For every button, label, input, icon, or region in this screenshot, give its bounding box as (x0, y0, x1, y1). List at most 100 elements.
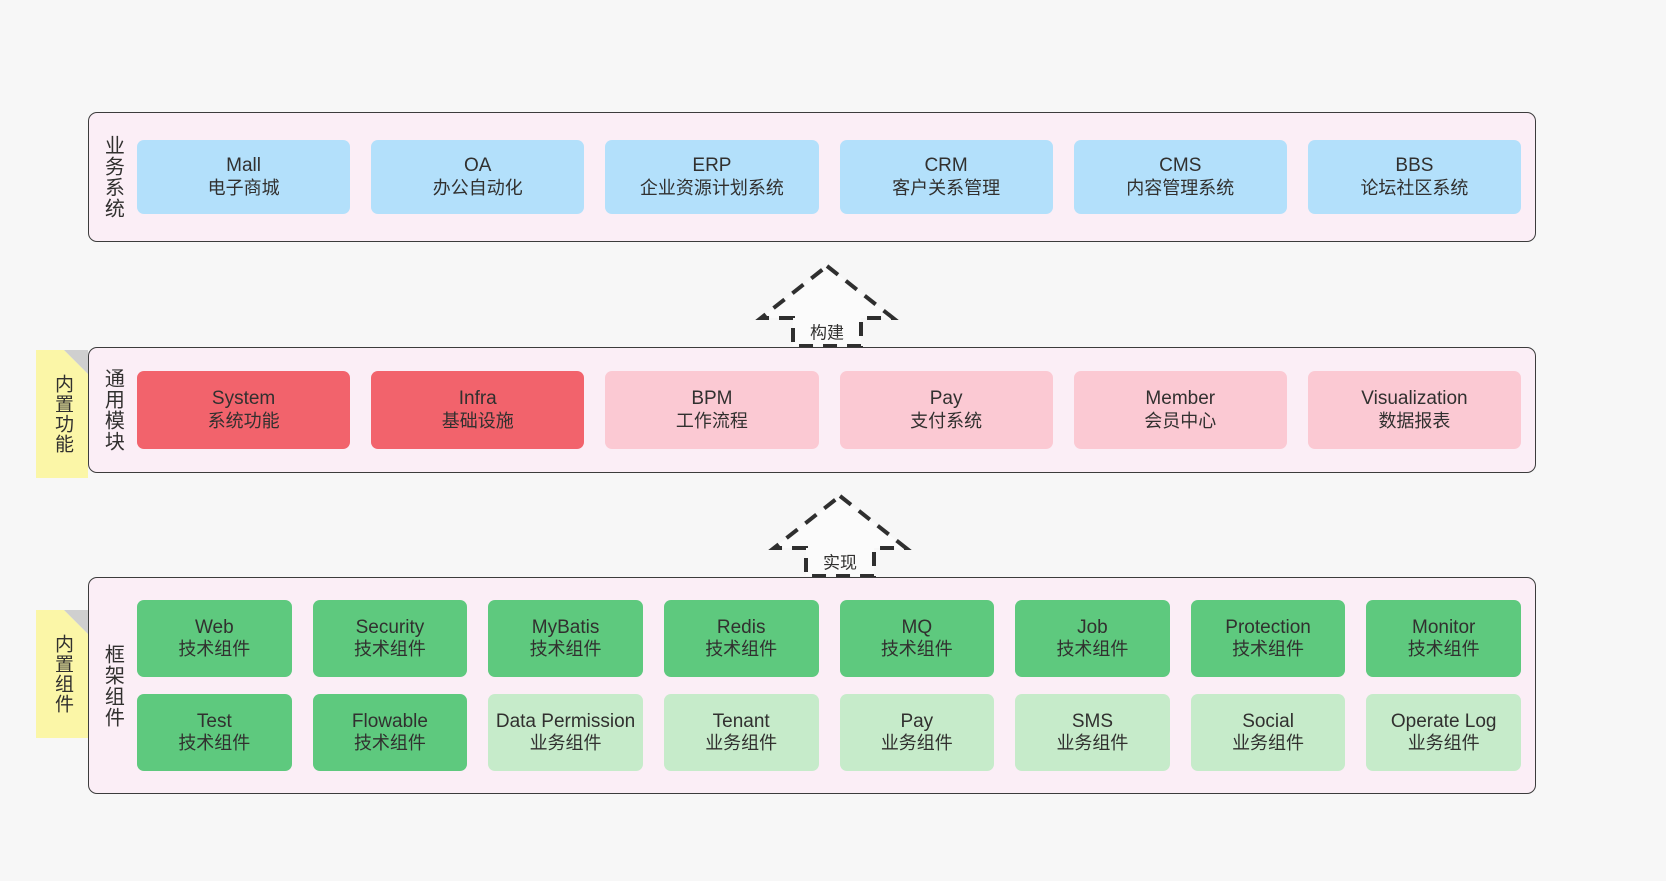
card-social[interactable]: Social 业务组件 (1190, 694, 1346, 771)
card-mall[interactable]: Mall 电子商城 (137, 140, 351, 214)
note-builtin-features: 内置功能 (36, 350, 88, 478)
card-subtitle: 企业资源计划系统 (639, 177, 784, 198)
connector-build-label: 构建 (810, 323, 844, 343)
card-title: MyBatis (531, 616, 600, 638)
band-label-framework-components: 框架组件 (101, 643, 124, 728)
card-title: Monitor (1412, 616, 1476, 638)
card-row: System 系统功能 Infra 基础设施 BPM 工作流程 Pay 支付系统… (137, 371, 1522, 449)
card-protection[interactable]: Protection 技术组件 (1190, 600, 1346, 677)
card-subtitle: 办公自动化 (432, 177, 523, 198)
card-job[interactable]: Job 技术组件 (1015, 600, 1170, 677)
card-title: BBS (1395, 155, 1434, 177)
card-title: Mall (226, 155, 261, 177)
connector-implement-label: 实现 (823, 553, 857, 573)
card-title: Pay (929, 388, 963, 410)
card-title: BPM (691, 388, 733, 410)
card-title: ERP (692, 155, 732, 177)
band-body-business-systems: Mall 电子商城 OA 办公自动化 ERP 企业资源计划系统 CRM 客户关系… (135, 113, 1535, 241)
card-subtitle: 业务组件 (1232, 733, 1305, 754)
card-sms[interactable]: SMS 业务组件 (1015, 694, 1170, 771)
band-common-modules: 通用模块 System 系统功能 Infra 基础设施 BPM 工作流程 Pay… (88, 347, 1536, 473)
card-mq[interactable]: MQ 技术组件 (839, 600, 995, 677)
card-redis[interactable]: Redis 技术组件 (663, 600, 819, 677)
card-row: Mall 电子商城 OA 办公自动化 ERP 企业资源计划系统 CRM 客户关系… (137, 140, 1522, 214)
card-pay[interactable]: Pay 支付系统 (839, 371, 1053, 449)
card-title: Protection (1225, 616, 1311, 638)
band-business-systems: 业务系统 Mall 电子商城 OA 办公自动化 ERP 企业资源计划系统 CRM… (88, 112, 1536, 242)
card-subtitle: 工作流程 (675, 410, 748, 431)
card-subtitle: 业务组件 (880, 733, 953, 754)
card-web[interactable]: Web 技术组件 (137, 600, 292, 677)
band-label-common-modules: 通用模块 (101, 368, 124, 452)
card-subtitle: 技术组件 (705, 639, 778, 660)
card-subtitle: 基础设施 (441, 410, 514, 431)
card-visualization[interactable]: Visualization 数据报表 (1307, 371, 1522, 449)
card-title: Tenant (712, 710, 770, 732)
band-framework-components: 框架组件 Web 技术组件 Security 技术组件 MyBatis 技术组件… (88, 577, 1536, 794)
card-title: Web (194, 616, 234, 638)
card-row: Test 技术组件 Flowable 技术组件 Data Permission … (137, 694, 1521, 771)
card-member[interactable]: Member 会员中心 (1073, 371, 1287, 449)
card-security[interactable]: Security 技术组件 (312, 600, 468, 677)
band-label-business-systems: 业务系统 (101, 135, 124, 219)
card-subtitle: 业务组件 (705, 733, 778, 754)
card-subtitle: 技术组件 (529, 639, 602, 660)
card-tenant[interactable]: Tenant 业务组件 (663, 694, 819, 771)
card-subtitle: 技术组件 (1232, 639, 1305, 660)
card-operate-log[interactable]: Operate Log 业务组件 (1366, 694, 1521, 771)
card-subtitle: 技术组件 (178, 733, 251, 754)
card-title: Pay (900, 710, 934, 732)
card-row: Web 技术组件 Security 技术组件 MyBatis 技术组件 Redi… (137, 600, 1521, 677)
note-builtin-components: 内置组件 (36, 610, 88, 738)
card-title: Flowable (351, 710, 428, 732)
card-title: CMS (1159, 155, 1202, 177)
card-subtitle: 论坛社区系统 (1360, 177, 1469, 198)
card-pay-business[interactable]: Pay 业务组件 (839, 694, 995, 771)
card-title: SMS (1071, 710, 1114, 732)
card-system[interactable]: System 系统功能 (137, 371, 351, 449)
card-title: OA (464, 155, 492, 177)
card-monitor[interactable]: Monitor 技术组件 (1366, 600, 1521, 677)
card-flowable[interactable]: Flowable 技术组件 (312, 694, 468, 771)
card-mybatis[interactable]: MyBatis 技术组件 (488, 600, 643, 677)
card-subtitle: 技术组件 (353, 639, 426, 660)
card-title: Member (1145, 388, 1216, 410)
card-title: System (211, 388, 276, 410)
card-title: Redis (716, 616, 766, 638)
card-data-permission[interactable]: Data Permission 业务组件 (488, 694, 643, 771)
card-oa[interactable]: OA 办公自动化 (371, 140, 585, 214)
card-title: Test (196, 710, 232, 732)
card-title: Infra (458, 388, 497, 410)
card-title: Operate Log (1390, 710, 1497, 732)
card-cms[interactable]: CMS 内容管理系统 (1073, 140, 1287, 214)
card-subtitle: 技术组件 (178, 639, 251, 660)
card-subtitle: 支付系统 (910, 410, 983, 431)
connector-implement: 实现 (768, 492, 912, 580)
card-subtitle: 业务组件 (1056, 733, 1129, 754)
card-title: Security (355, 616, 425, 638)
card-title: CRM (924, 155, 968, 177)
connector-build: 构建 (755, 262, 899, 350)
card-subtitle: 技术组件 (880, 639, 953, 660)
card-bbs[interactable]: BBS 论坛社区系统 (1307, 140, 1522, 214)
note-label: 内置组件 (52, 634, 74, 714)
card-title: Job (1077, 616, 1108, 638)
band-body-common-modules: System 系统功能 Infra 基础设施 BPM 工作流程 Pay 支付系统… (135, 348, 1535, 472)
card-title: Social (1242, 710, 1294, 732)
card-test[interactable]: Test 技术组件 (137, 694, 292, 771)
card-subtitle: 系统功能 (207, 410, 280, 431)
band-body-framework-components: Web 技术组件 Security 技术组件 MyBatis 技术组件 Redi… (135, 578, 1535, 793)
card-subtitle: 会员中心 (1144, 410, 1217, 431)
card-infra[interactable]: Infra 基础设施 (371, 371, 585, 449)
card-subtitle: 业务组件 (1407, 733, 1480, 754)
card-subtitle: 客户关系管理 (892, 177, 1001, 198)
card-title: Data Permission (495, 710, 636, 732)
card-crm[interactable]: CRM 客户关系管理 (839, 140, 1053, 214)
card-subtitle: 技术组件 (353, 733, 426, 754)
card-subtitle: 技术组件 (1056, 639, 1129, 660)
card-erp[interactable]: ERP 企业资源计划系统 (605, 140, 819, 214)
card-bpm[interactable]: BPM 工作流程 (605, 371, 819, 449)
card-subtitle: 业务组件 (529, 733, 602, 754)
note-label: 内置功能 (52, 374, 74, 454)
